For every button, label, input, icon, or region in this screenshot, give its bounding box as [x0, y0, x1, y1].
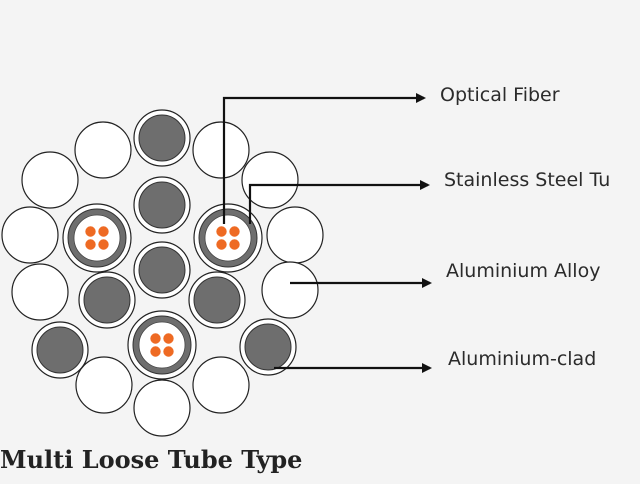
- optical-fiber: [216, 239, 227, 250]
- aluminium-clad-wire-core: [138, 246, 186, 294]
- aluminium-clad-label: Aluminium-clad: [448, 348, 597, 370]
- aluminium-clad-wire-core: [138, 181, 186, 229]
- diagram-caption: Multi Loose Tube Type: [0, 445, 303, 474]
- optical-fiber: [150, 333, 161, 344]
- aluminium-clad-wire-core: [138, 114, 186, 162]
- optical-fiber-label: Optical Fiber: [440, 84, 560, 106]
- optical-fiber-leader: [222, 93, 426, 224]
- aluminium-alloy-wire: [261, 261, 319, 319]
- optical-fiber: [85, 226, 96, 237]
- aluminium-alloy-wire: [75, 356, 133, 414]
- aluminium-alloy-wire: [21, 151, 79, 209]
- aluminium-alloy-label: Aluminium Alloy: [446, 260, 601, 282]
- aluminium-clad-wire-core: [36, 326, 84, 374]
- stainless-steel-tube-label: Stainless Steel Tu: [444, 169, 611, 191]
- aluminium-alloy-wire: [241, 151, 299, 209]
- aluminium-clad-wire-core: [83, 276, 131, 324]
- stainless-steel-tube-leader: [248, 180, 430, 224]
- aluminium-alloy-wire: [192, 121, 250, 179]
- aluminium-clad-wire-core: [244, 323, 292, 371]
- optical-fiber: [98, 239, 109, 250]
- optical-fiber: [163, 346, 174, 357]
- optical-fiber: [163, 333, 174, 344]
- aluminium-alloy-wire: [192, 356, 250, 414]
- optical-fiber: [229, 239, 240, 250]
- optical-fiber: [229, 226, 240, 237]
- optical-fiber: [85, 239, 96, 250]
- stainless-steel-tube-bore: [138, 321, 186, 369]
- stainless-steel-tube-bore: [204, 214, 252, 262]
- aluminium-alloy-wire: [74, 121, 132, 179]
- aluminium-alloy-wire: [133, 379, 191, 437]
- optical-fiber: [216, 226, 227, 237]
- aluminium-clad-wire-core: [193, 276, 241, 324]
- optical-fiber: [98, 226, 109, 237]
- aluminium-alloy-wire: [1, 206, 59, 264]
- aluminium-alloy-wire: [266, 206, 324, 264]
- stainless-steel-tube-bore: [73, 214, 121, 262]
- aluminium-alloy-wire: [11, 263, 69, 321]
- optical-fiber: [150, 346, 161, 357]
